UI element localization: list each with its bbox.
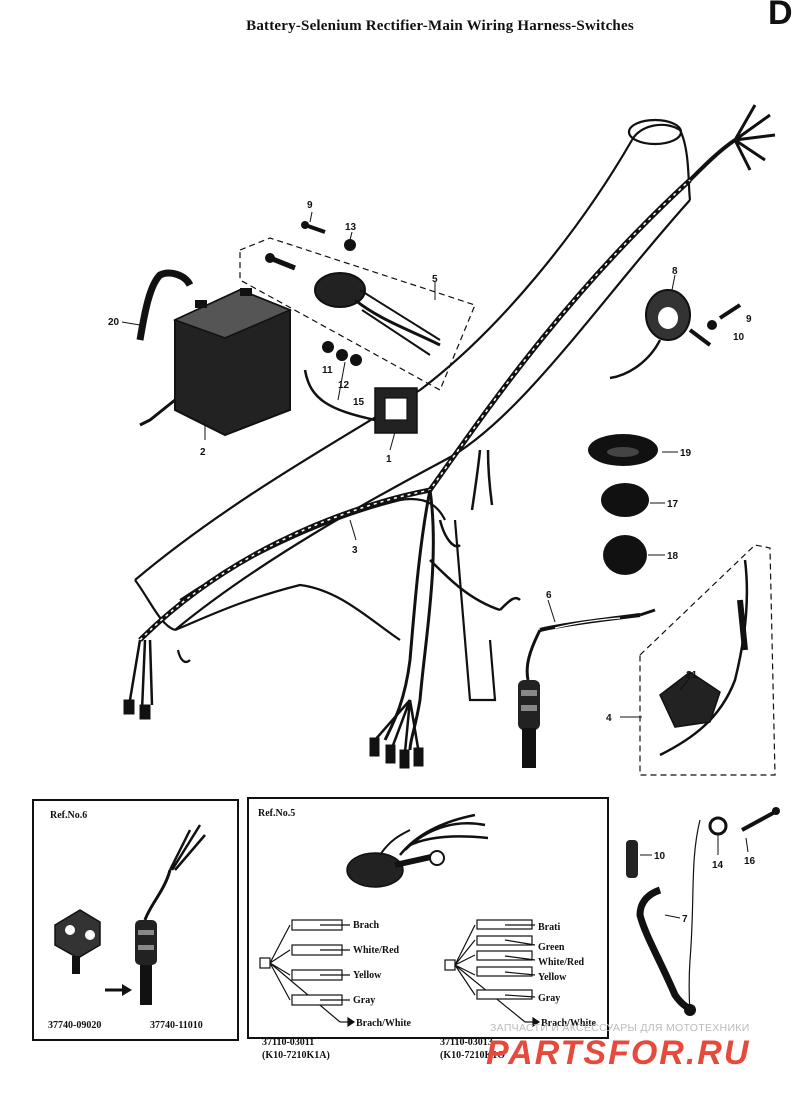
callout-2: 2 [200,447,206,458]
ref5-box: Ref.No.5 Brach White/Red Yellow Gray Bra… [247,797,609,1048]
grommets [588,434,658,575]
callout-19: 19 [680,448,692,459]
callout-10b: 10 [654,851,666,862]
callout-18: 18 [667,551,679,562]
selenium-rectifier [303,341,418,434]
horn-switch [609,289,742,380]
callout-16: 16 [744,856,756,867]
callout-6: 6 [546,590,552,601]
ref5-left-part: 37110-03011 [262,1037,314,1048]
ref5-right-sub: (K10-7210K1O [440,1050,505,1061]
lever-parts [626,807,780,1016]
ref6-part-right: 37740-11010 [150,1020,203,1031]
battery-strap [136,269,194,341]
callout-20: 20 [108,317,120,328]
ref5-left-connector [259,919,356,1028]
ref5-left-wire-1: Brach [353,920,380,931]
callout-10: 10 [733,332,745,343]
callout-17: 17 [667,499,679,510]
callout-8: 8 [672,266,678,277]
ref5-right-wire-2: Green [538,942,565,953]
battery [139,288,292,437]
ref5-left-sub: (K10-7210K1A) [262,1050,330,1061]
callout-12: 12 [338,380,350,391]
main-wiring-harness [123,104,776,769]
callout-4: 4 [606,713,612,724]
callout-11: 11 [322,365,333,376]
ref5-left-wire-5: Brach/White [356,1018,412,1029]
callout-9b: 9 [746,314,752,325]
flasher-relay-group [639,544,776,776]
ref6-box: Ref.No.6 37740-09020 37740-11010 [32,799,239,1041]
ref5-right-connector [444,919,541,1028]
diagram-title: Battery-Selenium Rectifier-Main Wiring H… [246,18,634,34]
watermark-logo: PARTSFOR.RU [486,1034,751,1072]
watermark-text: ЗАПЧАСТИ И АКСЕССУАРЫ ДЛЯ МОТОТЕХНИКИ [490,1022,750,1034]
ref5-right-wire-6: Brach/White [541,1018,597,1029]
ref5-right-wire-1: Brati [538,922,560,933]
callout-14: 14 [712,860,724,871]
callout-numbers: 20 2 9 13 5 11 12 15 1 3 8 9 10 19 17 18… [108,200,752,724]
ref6-part-left: 37740-09020 [48,1020,101,1031]
ref5-right-part: 37110-03013 [440,1037,493,1048]
ref5-left-wire-4: Gray [353,995,375,1006]
ref5-label: Ref.No.5 [258,808,295,819]
callout-5: 5 [432,274,438,285]
ignition-switch-group [239,221,476,391]
callout-13: 13 [345,222,357,233]
callout-1: 1 [386,454,392,465]
neutral-switch [518,608,656,768]
callout-3: 3 [352,545,358,556]
callout-21: 21 [686,670,698,681]
ref5-left-wire-2: White/Red [353,945,400,956]
callout-15: 15 [353,397,365,408]
callout-7: 7 [682,914,688,925]
callout-9: 9 [307,200,313,211]
ref5-right-wire-4: Yellow [538,972,567,983]
page-corner-label: D [768,0,793,32]
ref5-right-wire-3: White/Red [538,957,585,968]
ref6-label: Ref.No.6 [50,810,87,821]
callout-leaders [121,211,691,718]
ref5-right-wire-5: Gray [538,993,560,1004]
ref5-left-wire-3: Yellow [353,970,382,981]
